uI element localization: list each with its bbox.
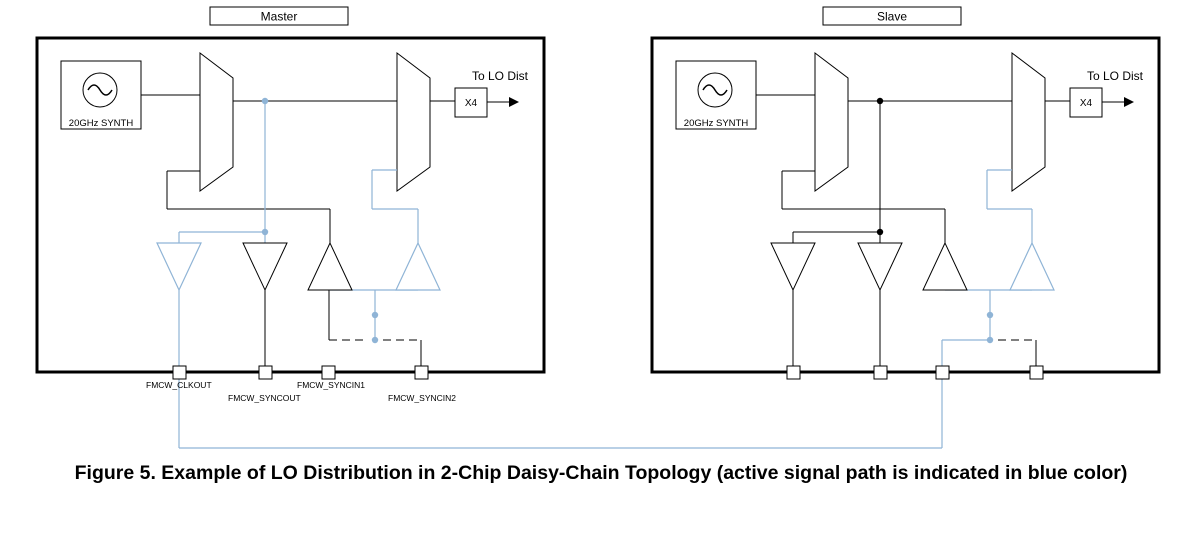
slave-pin-syncin2 [1029, 365, 1044, 380]
master-pin-syncin2 [414, 365, 429, 380]
master-pin-syncout [258, 365, 273, 380]
slave-active-path [941, 169, 1033, 448]
master-amp-syncin-active-icon [395, 241, 441, 291]
master-chip: Master 20GHz SYNTH X4 To LO [35, 6, 942, 449]
master-pin-syncin1 [321, 365, 336, 380]
master-amp-syncout-icon [242, 242, 288, 292]
master-pin-clkout [172, 365, 187, 380]
master-x4-multiplier [454, 87, 488, 118]
slave-x4-label: X4 [1080, 98, 1093, 109]
master-junctions [261, 97, 379, 344]
slave-chip-outline [650, 36, 1161, 374]
master-title: Master [261, 10, 298, 24]
pin-label-syncin2: FMCW_SYNCIN2 [388, 393, 456, 403]
slave-title: Slave [877, 10, 907, 24]
master-amp-syncin-icon [307, 241, 353, 291]
slave-amp-clkout-icon [770, 242, 816, 292]
slave-amp-syncin-icon [922, 241, 968, 291]
master-mux-right [396, 51, 431, 192]
pin-label-syncout: FMCW_SYNCOUT [228, 393, 301, 403]
master-sine-wave-icon [87, 84, 113, 96]
master-chip-outline [35, 36, 546, 374]
master-x4-label: X4 [465, 98, 478, 109]
pin-label-syncin1: FMCW_SYNCIN1 [297, 380, 365, 390]
slave-amp-syncout-icon [857, 242, 903, 292]
master-lo-label: To LO Dist [472, 69, 529, 83]
slave-mux-left [814, 51, 849, 192]
master-amp-clkout-icon [156, 242, 202, 292]
slave-amp-syncin-active-icon [1009, 241, 1055, 291]
slave-lo-label: To LO Dist [1087, 69, 1144, 83]
master-title-box [209, 6, 349, 26]
master-mux-left [199, 51, 234, 192]
slave-pin-syncin1 [935, 365, 950, 380]
slave-x4-multiplier [1069, 87, 1103, 118]
slave-wiring [756, 94, 1070, 366]
slave-pin-clkout [786, 365, 801, 380]
master-synth-label: 20GHz SYNTH [69, 118, 134, 129]
master-synth-block [60, 60, 142, 130]
slave-pin-syncout [873, 365, 888, 380]
slave-synth-block [675, 60, 757, 130]
master-oscillator-icon [82, 72, 118, 108]
slave-title-box [822, 6, 962, 26]
slave-junctions [876, 97, 994, 344]
pin-label-clkout: FMCW_CLKOUT [146, 380, 212, 390]
figure-caption: Figure 5. Example of LO Distribution in … [74, 462, 1128, 484]
slave-mux-right [1011, 51, 1046, 192]
slave-chip: Slave 20GHz SYNTH [650, 6, 1161, 448]
slave-sine-wave-icon [702, 84, 728, 96]
slave-synth-label: 20GHz SYNTH [684, 118, 749, 129]
slave-oscillator-icon [697, 72, 733, 108]
master-wiring [141, 94, 455, 366]
